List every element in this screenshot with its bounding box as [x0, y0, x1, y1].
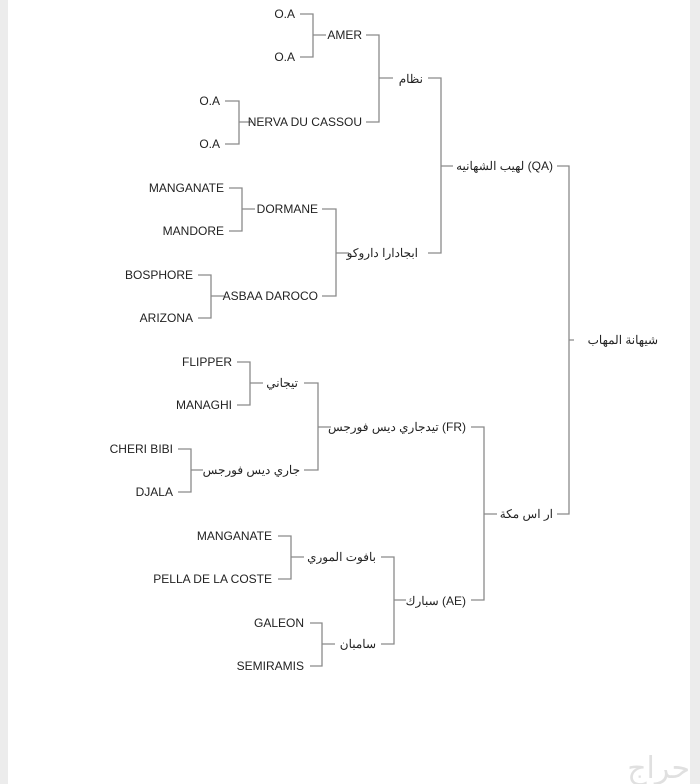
- dam-dam-name: سبارك (AE): [406, 594, 466, 608]
- sire-dam-name: ابجادارا داروكو: [346, 246, 418, 260]
- g4-name: O.A: [274, 7, 295, 21]
- g3-name: DORMANE: [257, 202, 318, 216]
- bracket-connector: [229, 187, 255, 232]
- watermark-logo: حراج: [627, 751, 690, 784]
- bracket-connector: [237, 361, 263, 406]
- g3-name: سامبان: [340, 637, 376, 651]
- bracket-connector: [198, 274, 224, 319]
- g4-name: O.A: [199, 94, 220, 108]
- g4-name: CHERI BIBI: [110, 442, 173, 456]
- sire-sire-name: نظام: [399, 72, 423, 86]
- bracket-connector: [322, 208, 349, 297]
- bracket-connector: [304, 382, 331, 471]
- bracket-connector: [278, 535, 304, 580]
- g4-name: O.A: [274, 50, 295, 64]
- g4-name: MANGANATE: [149, 181, 224, 195]
- dam-sire-name: تيدجاري ديس فورجس (FR): [328, 420, 466, 434]
- g3-name: جاري ديس فورجس: [203, 463, 300, 477]
- g4-name: MANAGHI: [176, 398, 232, 412]
- g3-name: AMER: [327, 28, 362, 42]
- g4-name: O.A: [199, 137, 220, 151]
- bracket-connector: [381, 556, 406, 645]
- g3-name: تيجاني: [266, 376, 298, 390]
- g4-name: FLIPPER: [182, 355, 232, 369]
- g3-name: NERVA DU CASSOU: [248, 115, 362, 129]
- g4-name: PELLA DE LA COSTE: [153, 572, 272, 586]
- g4-name: ARIZONA: [140, 311, 193, 325]
- left-border: [0, 0, 8, 784]
- bracket-connector: [557, 165, 574, 515]
- g4-name: GALEON: [254, 616, 304, 630]
- g4-name: MANGANATE: [197, 529, 272, 543]
- g4-name: SEMIRAMIS: [237, 659, 304, 673]
- g4-name: MANDORE: [163, 224, 224, 238]
- g3-name: ASBAA DAROCO: [223, 289, 318, 303]
- bracket-connector: [178, 448, 203, 493]
- g3-name: بافوت الموري: [307, 550, 376, 564]
- bracket-connector: [471, 426, 497, 601]
- g4-name: BOSPHORE: [125, 268, 193, 282]
- right-border: [690, 0, 700, 784]
- dam-name: ار اس مكة: [500, 507, 553, 521]
- root-name: شيهانة المهاب: [588, 333, 658, 347]
- bracket-connector: [310, 622, 335, 667]
- g4-name: DJALA: [136, 485, 173, 499]
- bracket-connector: [366, 34, 393, 123]
- bracket-connector: [225, 100, 252, 145]
- bracket-connector: [428, 77, 453, 254]
- sire-name: لهيب الشهانيه (QA): [456, 159, 553, 173]
- bracket-connector: [300, 13, 326, 58]
